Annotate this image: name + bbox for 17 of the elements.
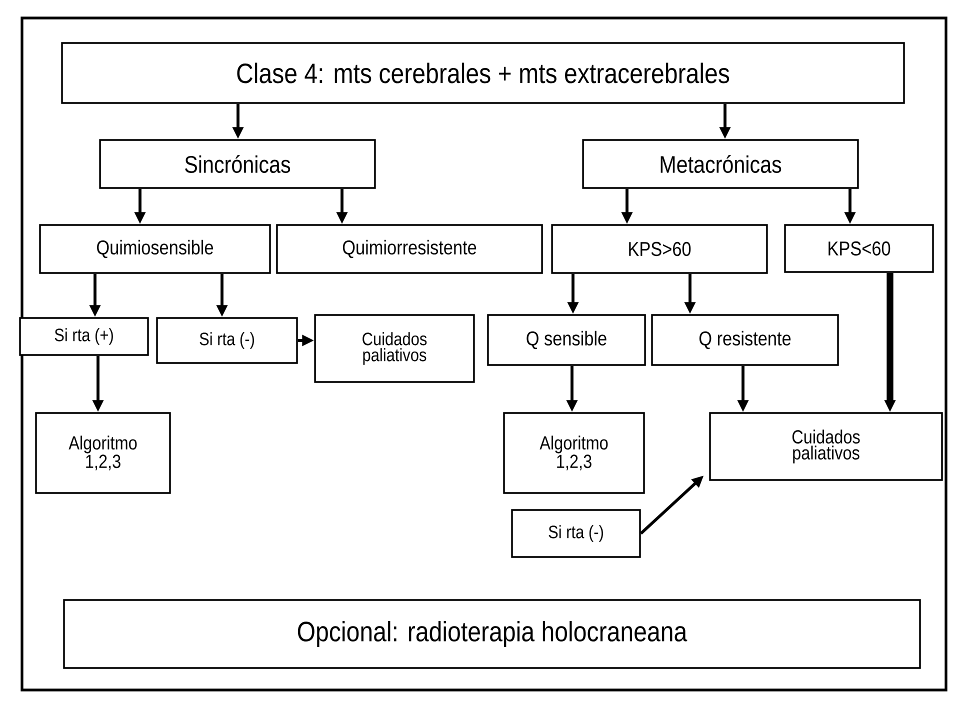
flow-box: Si rta (+)	[19, 317, 149, 356]
flow-box: Q resistente	[651, 314, 839, 366]
flow-box: Cuidados paliativos	[314, 314, 475, 383]
flow-box: Q sensible	[487, 314, 646, 366]
flow-box: Quimiorresistente	[276, 224, 543, 274]
flow-box: KPS<60	[784, 224, 934, 273]
flow-box: Quimiosensible	[39, 224, 271, 274]
flow-box: Sincrónicas	[99, 139, 376, 189]
flow-box: Algoritmo 1,2,3	[503, 412, 645, 494]
flow-box: Clase 4: mts cerebrales + mts extracerebrales	[61, 42, 905, 104]
flow-box: Si rta (-)	[511, 509, 641, 558]
flow-box: Si rta (-)	[156, 317, 298, 364]
flow-box: Metacrónicas	[582, 139, 859, 189]
flow-box: KPS>60	[551, 224, 768, 274]
flow-box: Cuidados paliativos	[709, 412, 943, 481]
flow-box: Opcional: radioterapia holocraneana	[63, 599, 921, 669]
flow-box: Algoritmo 1,2,3	[35, 412, 171, 494]
